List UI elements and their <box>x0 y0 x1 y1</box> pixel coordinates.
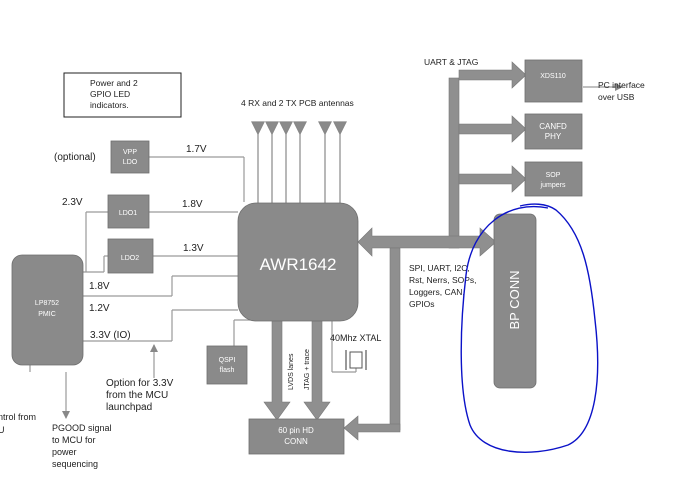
pc-interface-line-1: PC interface <box>598 80 645 90</box>
bus-arrow-xds110 <box>458 61 527 89</box>
xds110-block <box>524 59 583 103</box>
bus-arrow-sop <box>458 165 527 193</box>
uart-jtag-label: UART & JTAG <box>424 57 478 67</box>
awr1642-label: AWR1642 <box>260 255 337 274</box>
hand-drawn-highlight <box>460 203 599 454</box>
pgood-line-3: power <box>52 447 77 457</box>
pmic-block <box>11 254 84 366</box>
interfaces-line-1: SPI, UART, I2C, <box>409 263 470 273</box>
optional-label: (optional) <box>54 152 96 163</box>
pmic-label-1: LP8752 <box>35 300 59 307</box>
pgood-line-1: PGOOD signal <box>52 423 112 433</box>
power-note-box <box>63 72 182 118</box>
voltage-1v7-label: 1.7V <box>186 144 207 155</box>
antennas-label: 4 RX and 2 TX PCB antennas <box>241 98 354 108</box>
qspi-label-1: QSPI <box>219 357 236 364</box>
ldo1-label: LDO1 <box>119 210 137 217</box>
antenna-icon <box>293 121 307 205</box>
hd-conn-label-2: CONN <box>284 437 308 446</box>
pmic-label-2: PMIC <box>38 311 56 318</box>
ldo1-block <box>107 194 150 229</box>
bus-arrows <box>263 61 527 441</box>
lvds-arrow <box>263 319 291 421</box>
connection-lines <box>83 156 357 373</box>
control-from-line-1: ntrol from <box>0 412 36 422</box>
lvds-lanes-label: LVDS lanes <box>288 353 295 390</box>
ldo2-label: LDO2 <box>121 255 139 262</box>
voltage-1v2-label: 1.2V <box>89 303 110 314</box>
voltage-3v3-io-label: 3.3V (IO) <box>90 330 131 341</box>
vpp-label-1: VPP <box>123 149 137 156</box>
voltage-2v3-label: 2.3V <box>62 197 83 208</box>
voltage-1v8-pmic-label: 1.8V <box>89 281 110 292</box>
sop-label-2: jumpers <box>540 182 566 189</box>
pgood-line-2: to MCU for <box>52 435 96 445</box>
ldo2-block <box>107 238 154 274</box>
sop-jumpers-block <box>524 161 583 197</box>
antenna-icon <box>333 121 347 205</box>
sop-label-1: SOP <box>546 172 561 179</box>
bus-trunk <box>448 77 460 249</box>
hd-conn-block <box>248 418 345 455</box>
power-note-line-1: Power and 2 <box>90 78 138 88</box>
qspi-flash-block <box>206 345 248 385</box>
interfaces-line-3: Loggers, CAN, <box>409 287 465 297</box>
bus-down-hd <box>389 247 401 431</box>
vpp-ldo-block <box>110 140 150 174</box>
interfaces-line-2: Rst, Nerrs, SOPs, <box>409 275 477 285</box>
pgood-line-4: sequencing <box>52 459 98 469</box>
power-note-line-3: indicators. <box>90 100 129 110</box>
option-3v3-line-1: Option for 3.3V <box>106 378 174 389</box>
bp-conn-label: BP CONN <box>507 271 522 330</box>
vpp-label-2: LDO <box>123 159 138 166</box>
antenna-icon <box>251 121 265 205</box>
pc-interface-line-2: over USB <box>598 92 635 102</box>
option-3v3-line-3: launchpad <box>106 402 152 413</box>
bp-conn-block <box>493 213 537 389</box>
option-3v3-line-2: from the MCU <box>106 390 168 401</box>
antenna-icon <box>279 121 293 205</box>
canfd-label-2: PHY <box>545 132 562 141</box>
qspi-label-2: flash <box>220 367 235 374</box>
block-labels: AWR1642 XDS110 CANFD PHY SOP jumpers VPP… <box>35 73 567 446</box>
bus-arrow-hd <box>343 415 401 441</box>
voltage-1v3-label: 1.3V <box>183 243 204 254</box>
annotation-labels: Power and 2 GPIO LED indicators. 4 RX an… <box>0 57 645 469</box>
canfd-phy-block <box>524 113 583 150</box>
antenna-array <box>251 121 347 205</box>
interfaces-line-4: GPIOs <box>409 299 435 309</box>
awr1642-block <box>237 202 359 322</box>
antenna-icon <box>318 121 332 205</box>
power-note-line-2: GPIO LED <box>90 89 130 99</box>
hd-conn-label-1: 60 pin HD <box>278 426 314 435</box>
xtal-label: 40Mhz XTAL <box>330 333 381 343</box>
xtal-symbol <box>349 351 363 369</box>
control-from-line-2: U <box>0 425 5 435</box>
jtag-trace-arrow <box>303 319 331 421</box>
xds110-label: XDS110 <box>540 73 566 80</box>
antenna-icon <box>265 121 279 205</box>
jtag-trace-label: JTAG + trace <box>304 349 311 390</box>
bus-arrow-canfd <box>458 115 527 143</box>
blocks <box>11 59 583 455</box>
voltage-1v8-ldo1-label: 1.8V <box>182 199 203 210</box>
canfd-label-1: CANFD <box>539 122 567 131</box>
